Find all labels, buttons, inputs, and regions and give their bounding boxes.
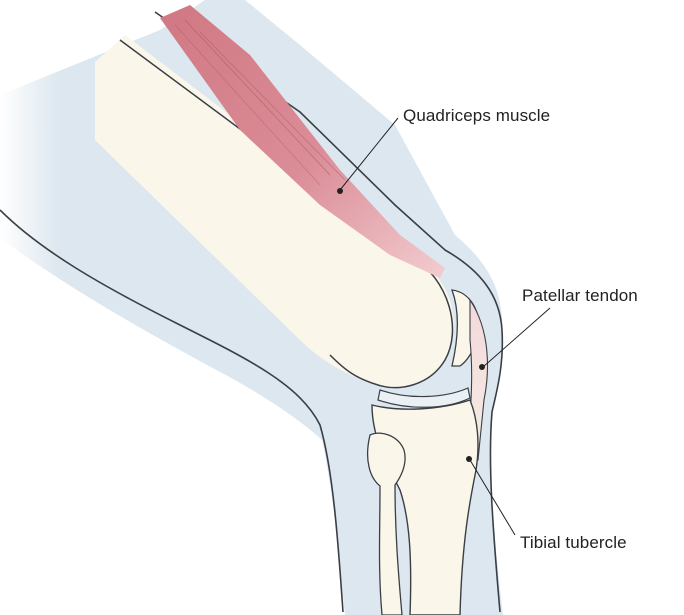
- label-tibial-tubercle: Tibial tubercle: [520, 533, 627, 553]
- label-patellar-tendon: Patellar tendon: [522, 286, 638, 306]
- label-quadriceps-muscle: Quadriceps muscle: [403, 106, 550, 126]
- quadriceps-leader-dot: [337, 188, 343, 194]
- patellar-tendon-leader-dot: [479, 364, 485, 370]
- tibial-tubercle-leader-dot: [466, 456, 472, 462]
